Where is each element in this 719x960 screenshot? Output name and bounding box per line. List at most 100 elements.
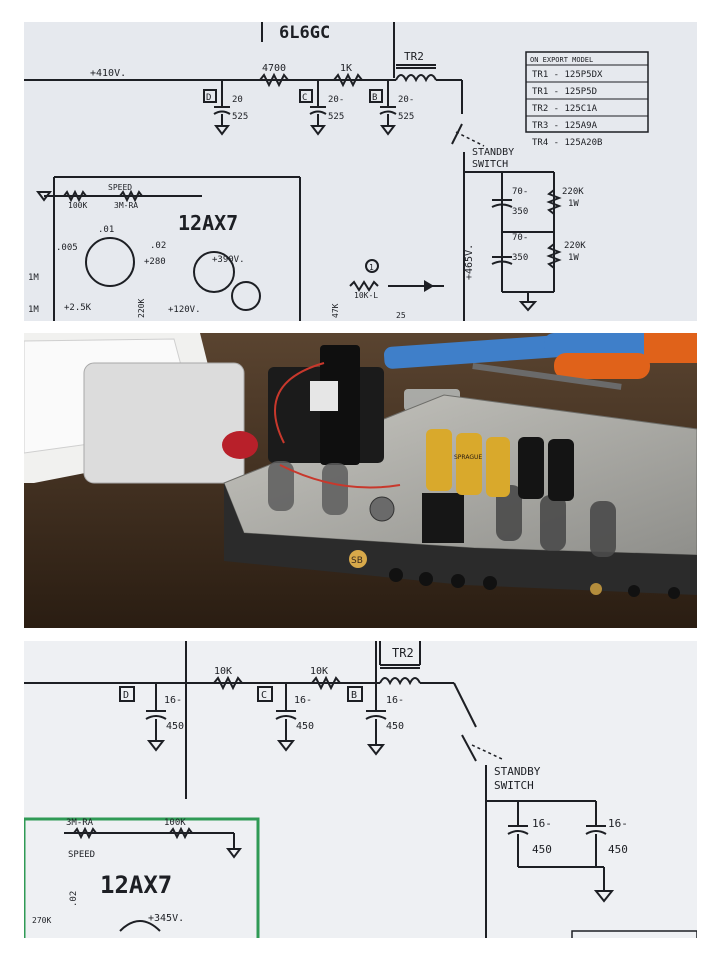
- node-c-box: [257, 686, 273, 702]
- node-d-box: [203, 89, 217, 103]
- voltage-280-label: +280: [144, 257, 166, 267]
- pot-10kl-label: 10K-L: [354, 291, 378, 300]
- screwdriver-shaft-icon: [472, 363, 622, 390]
- export-table-row: TR3 - 125A9A: [532, 121, 598, 131]
- node-b-label: B: [372, 93, 377, 103]
- yellow-capacitor: [426, 429, 452, 491]
- bleeder-resistor-2: [546, 243, 562, 269]
- black-capacitor: [518, 437, 544, 499]
- speed-label: SPEED: [68, 850, 95, 860]
- export-table-header: ON EXPORT MODEL: [530, 56, 593, 64]
- bleeder-2-value: 220K: [564, 241, 586, 251]
- resistor-10k-1: [213, 675, 243, 691]
- resistor-220k-label: 220K: [137, 299, 146, 318]
- voltage-345-label: +345V.: [148, 913, 184, 924]
- cap-b-voltage: 525: [398, 112, 414, 122]
- red-wire: [279, 464, 401, 489]
- export-model-table: ON EXPORT MODEL TR1 - 125P5DX TR1 - 125P…: [525, 51, 649, 133]
- front-knob: [590, 583, 602, 595]
- cap-c-voltage: 525: [328, 112, 344, 122]
- filter-cap-1-value: 70-: [512, 187, 528, 197]
- resistor-10k-1-label: 10K: [214, 666, 232, 677]
- capacitor-brand-text: SPRAGUE: [454, 454, 482, 461]
- tube-12ax7-left: [85, 237, 135, 287]
- tube-12ax7-right: [193, 251, 235, 293]
- choke-tr2-label: TR2: [404, 50, 424, 63]
- resistor-25k-label: +2.5K: [64, 303, 92, 313]
- resistor-10k-2: [311, 675, 341, 691]
- node-d-label: D: [206, 93, 211, 103]
- front-knob: [668, 587, 680, 599]
- cap-b-value: 16-: [386, 695, 404, 706]
- filter-cap-1-value: 16-: [532, 817, 552, 830]
- resistor-1k: [333, 72, 363, 88]
- front-jack: [451, 574, 465, 588]
- choke-tr2-label: TR2: [392, 646, 414, 660]
- node-b-label: B: [351, 690, 357, 701]
- node-b-box: [369, 89, 383, 103]
- node-c-label: C: [302, 93, 307, 103]
- resistor-47k-label: 47K: [331, 303, 340, 318]
- bottom-schematic-drawing: 10K 10K TR2 STANDBY SWITCH D 16- 450 C 1…: [24, 641, 697, 938]
- node-c-box: [299, 89, 313, 103]
- rail-465-label: +465V.: [464, 244, 475, 280]
- node-1-label: 1: [369, 263, 374, 272]
- voltage-120-label: +120V.: [168, 305, 201, 315]
- amp-chassis-photo: SB SPRAGUE: [24, 333, 697, 628]
- front-jack: [419, 572, 433, 586]
- node-b-box: [347, 686, 363, 702]
- plastic-container: [83, 362, 245, 484]
- blue-screwdriver-icon: [544, 333, 654, 357]
- bleeder-resistor-1: [546, 189, 562, 215]
- yellow-capacitor: [486, 437, 510, 497]
- cap-d-voltage: 525: [232, 112, 248, 122]
- yellow-capacitor: [456, 433, 482, 495]
- chassis-front-panel: [224, 483, 697, 595]
- orange-handle-icon: [554, 353, 650, 379]
- front-knob: [628, 585, 640, 597]
- cap-d-value: 16-: [164, 695, 182, 706]
- supply-voltage-label: +410V.: [90, 68, 126, 79]
- cap-d-voltage: 450: [166, 721, 184, 732]
- tube-indicator: [231, 281, 261, 311]
- resistor-1m-label: 1M: [28, 273, 39, 283]
- filter-cap-2-value: 16-: [608, 817, 628, 830]
- red-tin: [222, 431, 258, 459]
- front-jack: [389, 568, 403, 582]
- top-schematic-panel: 6L6GC +410V. 4700 1K TR2 STANDBY SWITCH …: [24, 22, 697, 321]
- empty-tube-socket: [369, 496, 395, 522]
- sb-badge-text: SB: [351, 556, 363, 566]
- bleeder-1-watt: 1W: [568, 199, 579, 209]
- speed-label: SPEED: [108, 183, 132, 192]
- resistor-10k-2-label: 10K: [310, 666, 328, 677]
- bottom-schematic-panel: 10K 10K TR2 STANDBY SWITCH D 16- 450 C 1…: [24, 641, 697, 938]
- resistor-100k-label: 100K: [68, 201, 87, 210]
- export-table-row: TR2 - 125C1A: [532, 104, 598, 114]
- filter-cap-2-value: 70-: [512, 233, 528, 243]
- bleeder-1-value: 220K: [562, 187, 584, 197]
- cap-005-label: .005: [56, 243, 78, 253]
- resistor-4700-label: 4700: [262, 63, 286, 74]
- sb-badge: [349, 550, 367, 568]
- orange-tool-icon: [644, 333, 697, 363]
- photo-drawing: SB SPRAGUE: [24, 333, 697, 628]
- resistor-1k-label: 1K: [340, 63, 352, 74]
- cap-b-voltage: 450: [386, 721, 404, 732]
- cap-02-label: .02: [69, 891, 79, 907]
- blue-tool-icon: [383, 335, 565, 369]
- node-d-box: [119, 686, 135, 702]
- export-table-row: TR1 - 125P5DX: [532, 70, 603, 80]
- node-1-circle: [365, 259, 379, 273]
- resistor-4700: [259, 72, 289, 88]
- resistor-1m-b-label: 1M: [28, 305, 39, 315]
- choke-tr2: [379, 677, 421, 686]
- transformer-bracket: [320, 345, 360, 465]
- cap-c-value: 20-: [328, 95, 344, 105]
- resistor-270k-label: 270K: [32, 916, 51, 925]
- red-wire: [274, 362, 325, 444]
- cap-b-value: 20-: [398, 95, 414, 105]
- tube-6l6-label: 6L6GC: [279, 23, 330, 43]
- cap-01-label: .01: [98, 225, 114, 235]
- standby-label-2: SWITCH: [472, 159, 508, 170]
- voltage-390-label: +390V.: [212, 255, 245, 265]
